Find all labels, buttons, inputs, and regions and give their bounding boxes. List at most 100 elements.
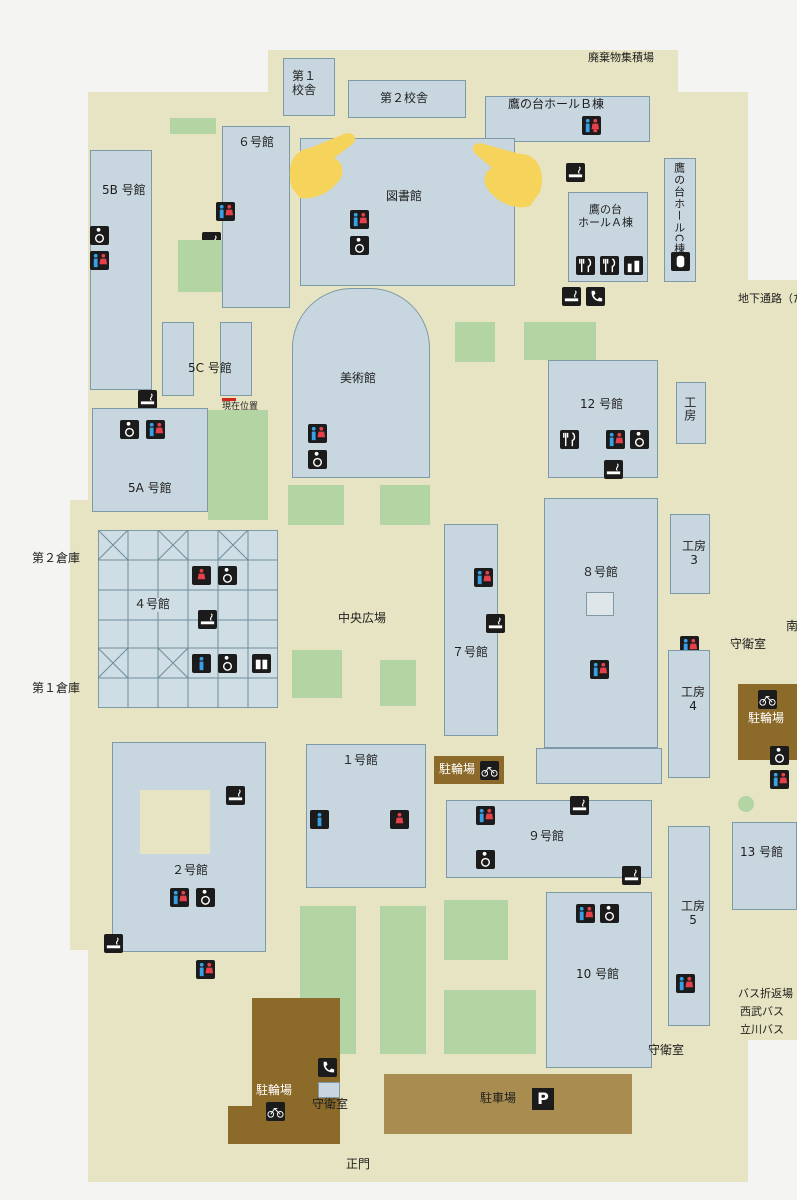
guard-room-main [318,1082,340,1098]
building-10-label: 10 号館 [576,967,620,981]
building-8-annex [536,748,662,784]
guard-room-main-label: 守衛室 [312,1097,349,1111]
seibu-bus-label: 西武バス [740,1005,784,1018]
restaurant-icon [560,430,579,449]
phone-icon [318,1058,337,1077]
restroom-icon [590,660,609,679]
building-13 [732,822,797,910]
pointing-hand-right-icon [472,143,542,208]
accessible-restroom-icon [671,252,690,271]
campus-ground-east [700,280,797,1040]
smoking-area-icon [486,614,505,633]
tachikawa-bus-label: 立川バス [740,1023,784,1036]
building-4-grid [98,530,278,708]
main-gate-label: 正門 [346,1157,371,1171]
green-area [380,485,430,525]
green-area [208,410,268,520]
smoking-area-icon-2 [562,287,581,306]
restroom-icon [146,420,165,439]
school-2-label: 第２校舎 [380,91,429,105]
workshop-1 [676,382,706,444]
pointing-hand-left-icon [289,133,356,199]
wheelchair-icon [630,430,649,449]
bicycle-icon [480,761,499,780]
restroom-male-icon [192,654,211,673]
parking-sign-icon: P [532,1088,554,1110]
smoking-area-icon [622,866,641,885]
green-area [288,485,344,525]
smoking-area-icon [226,786,245,805]
smoking-area-icon [104,934,123,953]
building-5a-label: 5A 号館 [128,481,172,495]
school-2 [348,80,466,118]
bike-parking-west-label: 駐輪場 [256,1083,293,1097]
building-5b-label: 5B 号館 [102,183,146,197]
warehouse-2-label: 第２倉庫 [32,551,81,565]
green-area [380,906,426,1054]
smoking-area-icon [570,796,589,815]
restroom-icon [576,904,595,923]
building-5c-east [220,322,252,396]
museum-label: 美術館 [340,371,377,385]
smoking-area-icon [138,390,157,409]
wheelchair-icon [218,654,237,673]
restroom-female-icon [192,566,211,585]
restroom-icon [582,116,601,135]
restroom-male-icon [310,810,329,829]
hall-b-label: 鷹の台ホールＢ棟 [508,97,605,111]
building-12-label: 12 号館 [580,397,624,411]
building-5b [90,150,152,390]
restaurant-icon-2 [600,256,619,275]
building-8-atrium [586,592,614,616]
restroom-icon [770,770,789,789]
bicycle-icon [758,690,777,709]
restroom-icon [476,806,495,825]
green-area [140,790,210,854]
wheelchair-icon [90,226,109,245]
vending-icon [252,654,271,673]
building-7-label: ７号館 [452,645,489,659]
wheelchair-icon [476,850,495,869]
building-5c-west [162,322,194,396]
car-parking-label: 駐車場 [480,1091,517,1105]
smoking-area-icon [198,610,217,629]
wheelchair-icon [218,566,237,585]
restroom-icon [170,888,189,907]
waste-collection-label: 廃棄物集積場 [588,51,654,64]
car-parking [384,1074,632,1134]
current-location-label: 現在位置 [222,402,259,412]
restroom-icon [474,568,493,587]
workshop-3-label: 工房 3 [682,539,707,567]
wheelchair-icon [600,904,619,923]
green-area [444,900,508,960]
restroom-icon [216,202,235,221]
guard-room-east-label: 守衛室 [730,637,767,651]
bike-parking-center-label: 駐輪場 [439,762,476,776]
bicycle-icon [266,1102,285,1121]
green-area [444,990,536,1054]
workshop-5-label: 工房 5 [681,899,706,927]
restroom-icon [90,251,109,270]
phone-icon [586,287,605,306]
bike-parking-west-ext [228,1106,268,1144]
hall-b [485,96,650,142]
museum [292,288,430,478]
current-location-marker [222,398,236,401]
workshop-1-label: 工房 [682,396,697,422]
underpass-label: 地下通路（た [738,292,797,305]
guard-room-southeast-label: 守衛室 [648,1043,685,1057]
building-10 [546,892,652,1068]
smoking-area-icon [604,460,623,479]
restroom-icon [308,424,327,443]
building-8-label: ８号館 [582,565,619,579]
wheelchair-icon [120,420,139,439]
green-area [738,796,754,812]
wheelchair-icon [770,746,789,765]
restaurant-icon [576,256,595,275]
building-6-label: ６号館 [238,135,275,149]
hall-a-label: 鷹の台 ホールＡ棟 [578,203,633,229]
central-plaza-label: 中央広場 [338,611,387,625]
green-area [178,240,222,292]
workshop-3 [670,514,710,594]
